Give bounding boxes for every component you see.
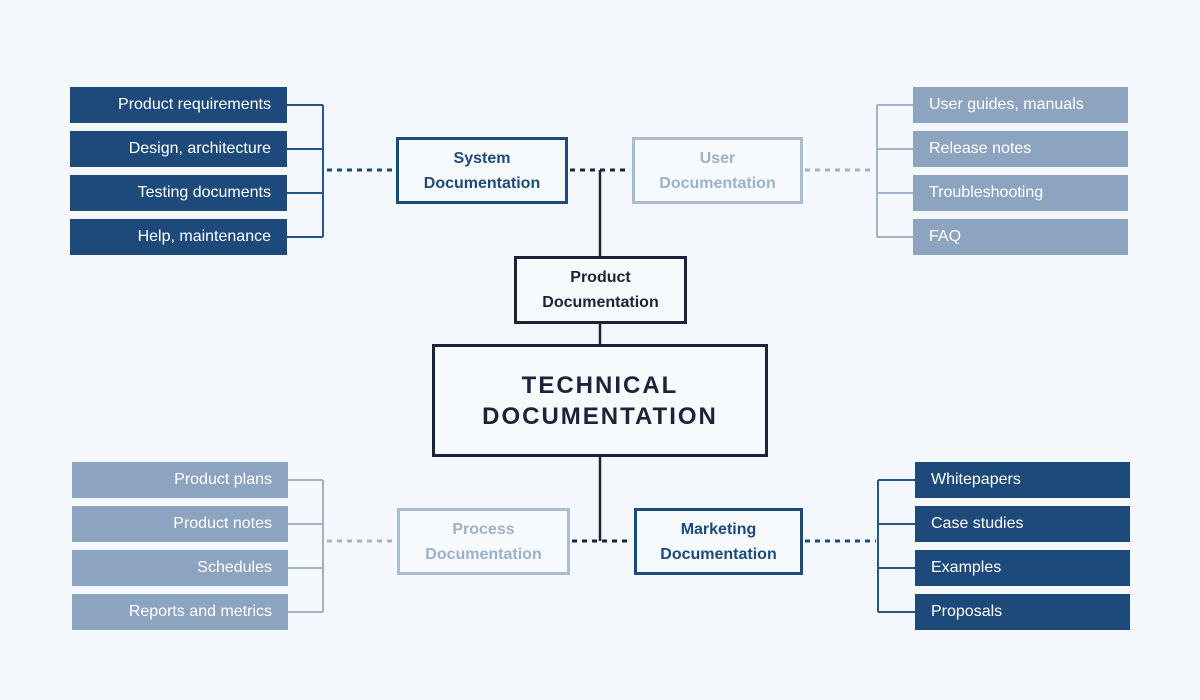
list-item: Reports and metrics <box>72 594 288 630</box>
marketing-items-list: Whitepapers Case studies Examples Propos… <box>915 462 1130 638</box>
list-item: FAQ <box>913 219 1128 255</box>
product-documentation-box: Product Documentation <box>514 256 687 324</box>
system-documentation-box: System Documentation <box>396 137 568 204</box>
list-item: Product plans <box>72 462 288 498</box>
list-item: Help, maintenance <box>70 219 287 255</box>
list-item: Product requirements <box>70 87 287 123</box>
list-item: User guides, manuals <box>913 87 1128 123</box>
list-item: Examples <box>915 550 1130 586</box>
process-items-list: Product plans Product notes Schedules Re… <box>72 462 288 638</box>
bracket-system <box>287 104 324 238</box>
process-documentation-box: Process Documentation <box>397 508 570 575</box>
list-item: Design, architecture <box>70 131 287 167</box>
list-item: Proposals <box>915 594 1130 630</box>
list-item: Case studies <box>915 506 1130 542</box>
user-items-list: User guides, manuals Release notes Troub… <box>913 87 1128 263</box>
bracket-user <box>876 104 913 238</box>
list-item: Schedules <box>72 550 288 586</box>
system-items-list: Product requirements Design, architectur… <box>70 87 287 263</box>
list-item: Product notes <box>72 506 288 542</box>
marketing-documentation-box: Marketing Documentation <box>634 508 803 575</box>
list-item: Whitepapers <box>915 462 1130 498</box>
user-documentation-box: User Documentation <box>632 137 803 204</box>
bracket-marketing <box>877 479 915 613</box>
list-item: Troubleshooting <box>913 175 1128 211</box>
bracket-process <box>288 479 324 613</box>
list-item: Release notes <box>913 131 1128 167</box>
technical-documentation-root-box: TECHNICAL DOCUMENTATION <box>432 344 768 457</box>
list-item: Testing documents <box>70 175 287 211</box>
